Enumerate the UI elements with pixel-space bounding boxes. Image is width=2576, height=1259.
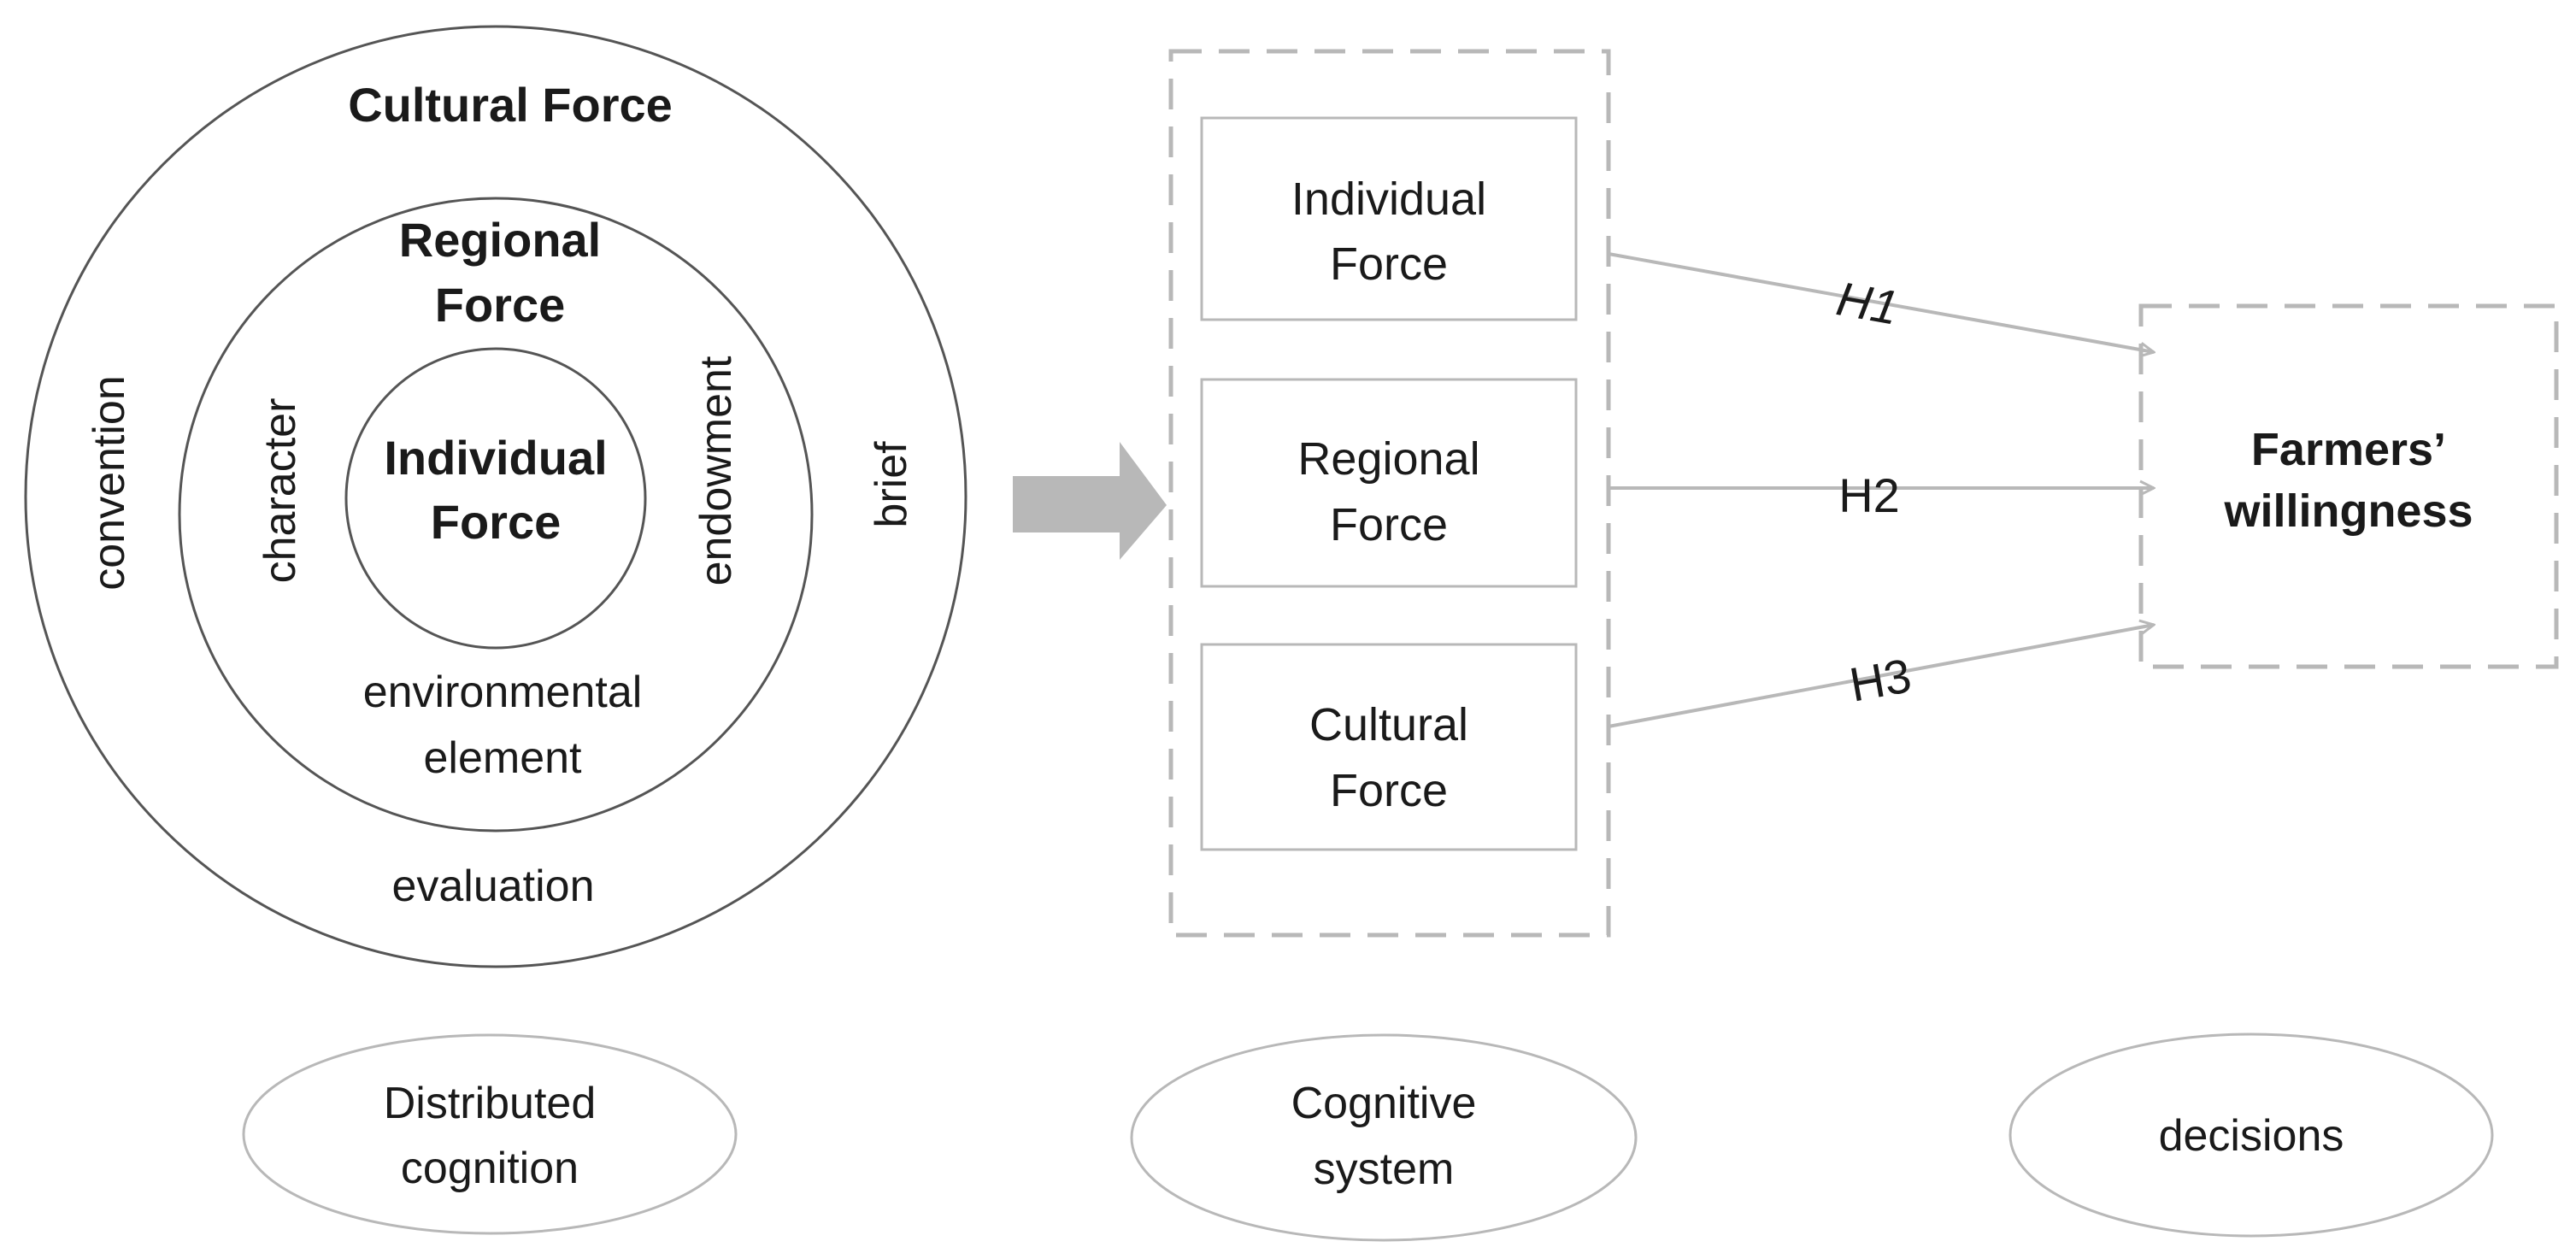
force-box-cultural-line2: Force [1330, 765, 1448, 816]
force-box-cultural: Cultural Force [1200, 643, 1578, 851]
outer-circle-title: Cultural Force [348, 78, 673, 132]
middle-circle-regional [178, 197, 814, 832]
hypothesis-h2-label: H2 [1838, 468, 1900, 522]
force-box-individual-frame [1200, 116, 1578, 321]
outer-left-label: convention [85, 375, 134, 591]
cognitive-system-frame [1168, 49, 1611, 938]
middle-circle-title-line2: Force [435, 278, 566, 332]
force-box-individual: Individual Force [1200, 116, 1578, 321]
outer-bottom-label: evaluation [391, 862, 594, 911]
ellipse-distributed-cognition-line2: cognition [401, 1144, 579, 1193]
block-arrow [1013, 442, 1167, 560]
middle-bottom-label-line1: environmental [363, 668, 643, 717]
force-box-cultural-frame [1200, 643, 1578, 851]
ellipse-distributed-cognition-shape [242, 1033, 738, 1235]
ellipse-cognitive-system-line1: Cognitive [1291, 1079, 1477, 1128]
force-box-cultural-line1: Cultural [1309, 699, 1468, 750]
ellipse-cognitive-system: Cognitive system [1130, 1033, 1638, 1242]
middle-left-label: character [256, 398, 305, 584]
force-box-regional-frame [1200, 378, 1578, 588]
ellipse-cognitive-system-line2: system [1314, 1144, 1455, 1194]
middle-right-label: endowment [691, 356, 741, 585]
ellipse-distributed-cognition: Distributed cognition [242, 1033, 738, 1235]
force-box-regional-line2: Force [1330, 499, 1448, 550]
inner-circle-individual [344, 347, 647, 650]
outcome-line2: willingness [2223, 485, 2473, 537]
outer-right-label: brief [867, 441, 916, 528]
ellipse-decisions: decisions [2008, 1032, 2494, 1238]
inner-circle-title-line2: Force [431, 495, 562, 549]
outcome-line1: Farmers’ [2251, 424, 2446, 475]
force-box-individual-line2: Force [1330, 238, 1448, 290]
middle-bottom-label-line2: element [424, 733, 583, 783]
middle-circle-title-line1: Regional [399, 213, 601, 267]
ellipse-cognitive-system-shape [1130, 1033, 1638, 1242]
arrow-h3 [1608, 625, 2154, 728]
inner-circle-title-line1: Individual [384, 431, 607, 485]
hypothesis-h3-label: H3 [1845, 648, 1914, 711]
ellipse-decisions-line1: decisions [2159, 1111, 2344, 1161]
ellipse-distributed-cognition-line1: Distributed [384, 1079, 597, 1128]
outcome-box-frame [2138, 303, 2559, 669]
ellipse-decisions-shape [2008, 1032, 2494, 1238]
outcome-box: Farmers’ willingness [2138, 303, 2559, 669]
force-box-individual-line1: Individual [1291, 174, 1486, 225]
concentric-circles: Cultural Force Regional Force Individual… [24, 25, 967, 968]
arrow-h1 [1608, 252, 2154, 352]
hypothesis-h1-label: H1 [1832, 271, 1902, 334]
outer-circle-cultural [24, 25, 967, 968]
force-box-regional: Regional Force [1200, 378, 1578, 588]
force-box-regional-line1: Regional [1297, 433, 1479, 485]
